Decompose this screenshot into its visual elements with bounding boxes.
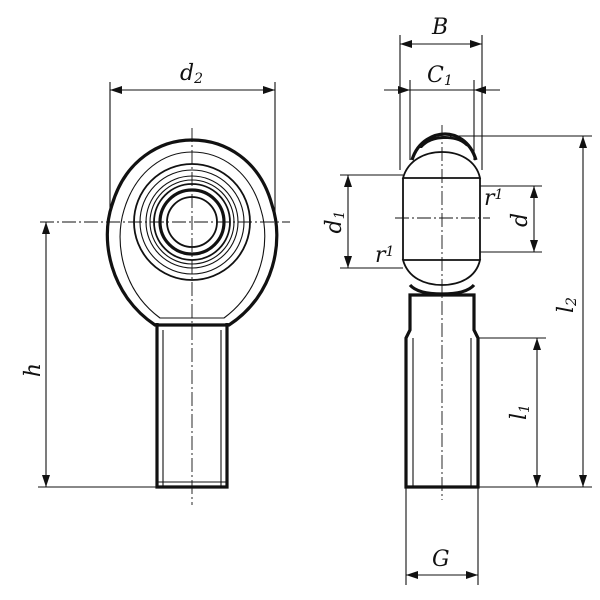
label-d1: d1 (322, 210, 348, 233)
section-view (340, 35, 592, 585)
front-view (38, 82, 290, 505)
dim-h (38, 222, 157, 488)
ball-section-bottom (401, 259, 482, 286)
label-r1-top: r1 (484, 186, 503, 211)
housing-top-fill (418, 136, 471, 148)
dim-d (480, 185, 542, 253)
label-G: G (432, 547, 450, 572)
dim-l2 (450, 135, 592, 488)
label-h: h (21, 363, 46, 377)
dim-d1 (340, 174, 403, 269)
dim-C1 (384, 80, 500, 160)
dim-G (405, 487, 479, 585)
label-C1: C1 (427, 63, 453, 89)
label-d: d (508, 213, 533, 227)
label-l2: l2 (554, 297, 580, 313)
dim-l1 (478, 337, 546, 487)
label-d2: d2 (180, 61, 203, 87)
dim-B (399, 35, 483, 170)
label-r1-bottom: r1 (375, 243, 394, 268)
label-B: B (431, 15, 448, 40)
label-l1: l1 (507, 404, 533, 420)
dim-d2 (109, 82, 276, 215)
